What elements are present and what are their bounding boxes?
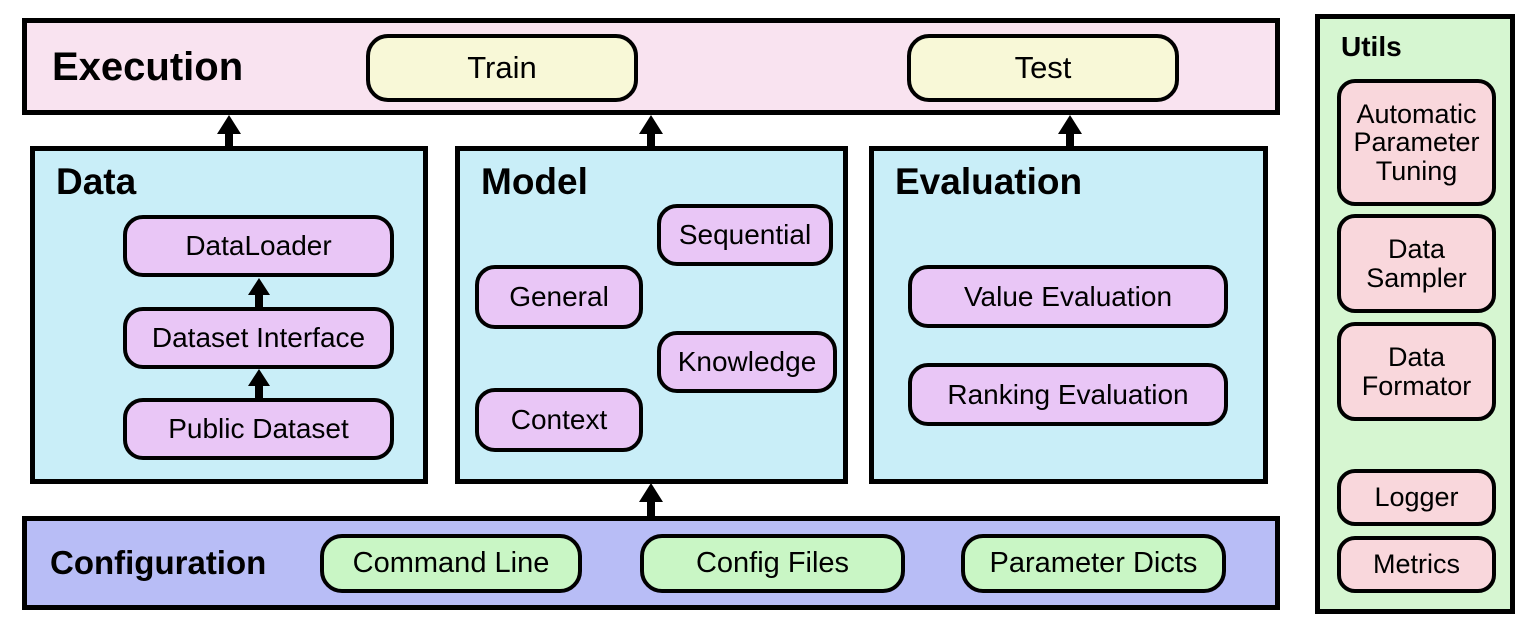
arrow-public-dataset-to-dataset-interface	[242, 368, 276, 400]
arrow-data-to-execution	[212, 113, 246, 149]
arrow-dataset-interface-to-dataloader	[242, 277, 276, 309]
node-dataloader[interactable]: DataLoader	[123, 215, 394, 277]
node-parameter-dicts[interactable]: Parameter Dicts	[961, 534, 1226, 593]
node-dataset-interface[interactable]: Dataset Interface	[123, 307, 394, 369]
utils-panel-title: Utils	[1341, 31, 1402, 62]
arrow-evaluation-to-execution	[1053, 113, 1087, 149]
node-data-formator[interactable]: Data Formator	[1337, 322, 1496, 421]
node-automatic-parameter-tuning[interactable]: Automatic Parameter Tuning	[1337, 79, 1496, 206]
node-data-sampler[interactable]: Data Sampler	[1337, 214, 1496, 313]
node-sequential[interactable]: Sequential	[657, 204, 833, 266]
node-train[interactable]: Train	[366, 34, 638, 102]
node-metrics[interactable]: Metrics	[1337, 536, 1496, 593]
node-value-evaluation[interactable]: Value Evaluation	[908, 265, 1228, 328]
node-logger[interactable]: Logger	[1337, 469, 1496, 526]
node-config-files[interactable]: Config Files	[640, 534, 905, 593]
arrow-model-to-execution	[634, 113, 668, 149]
configuration-panel-title: Configuration	[50, 544, 267, 581]
node-knowledge[interactable]: Knowledge	[657, 331, 837, 393]
node-public-dataset[interactable]: Public Dataset	[123, 398, 394, 460]
data-panel-title: Data	[56, 161, 137, 202]
execution-panel-title: Execution	[52, 45, 244, 89]
node-command-line[interactable]: Command Line	[320, 534, 582, 593]
evaluation-panel-title: Evaluation	[895, 161, 1083, 202]
node-general[interactable]: General	[475, 265, 643, 329]
model-panel-title: Model	[481, 161, 588, 202]
node-context[interactable]: Context	[475, 388, 643, 452]
node-ranking-evaluation[interactable]: Ranking Evaluation	[908, 363, 1228, 426]
node-test[interactable]: Test	[907, 34, 1179, 102]
arrow-configuration-to-model	[634, 481, 668, 519]
